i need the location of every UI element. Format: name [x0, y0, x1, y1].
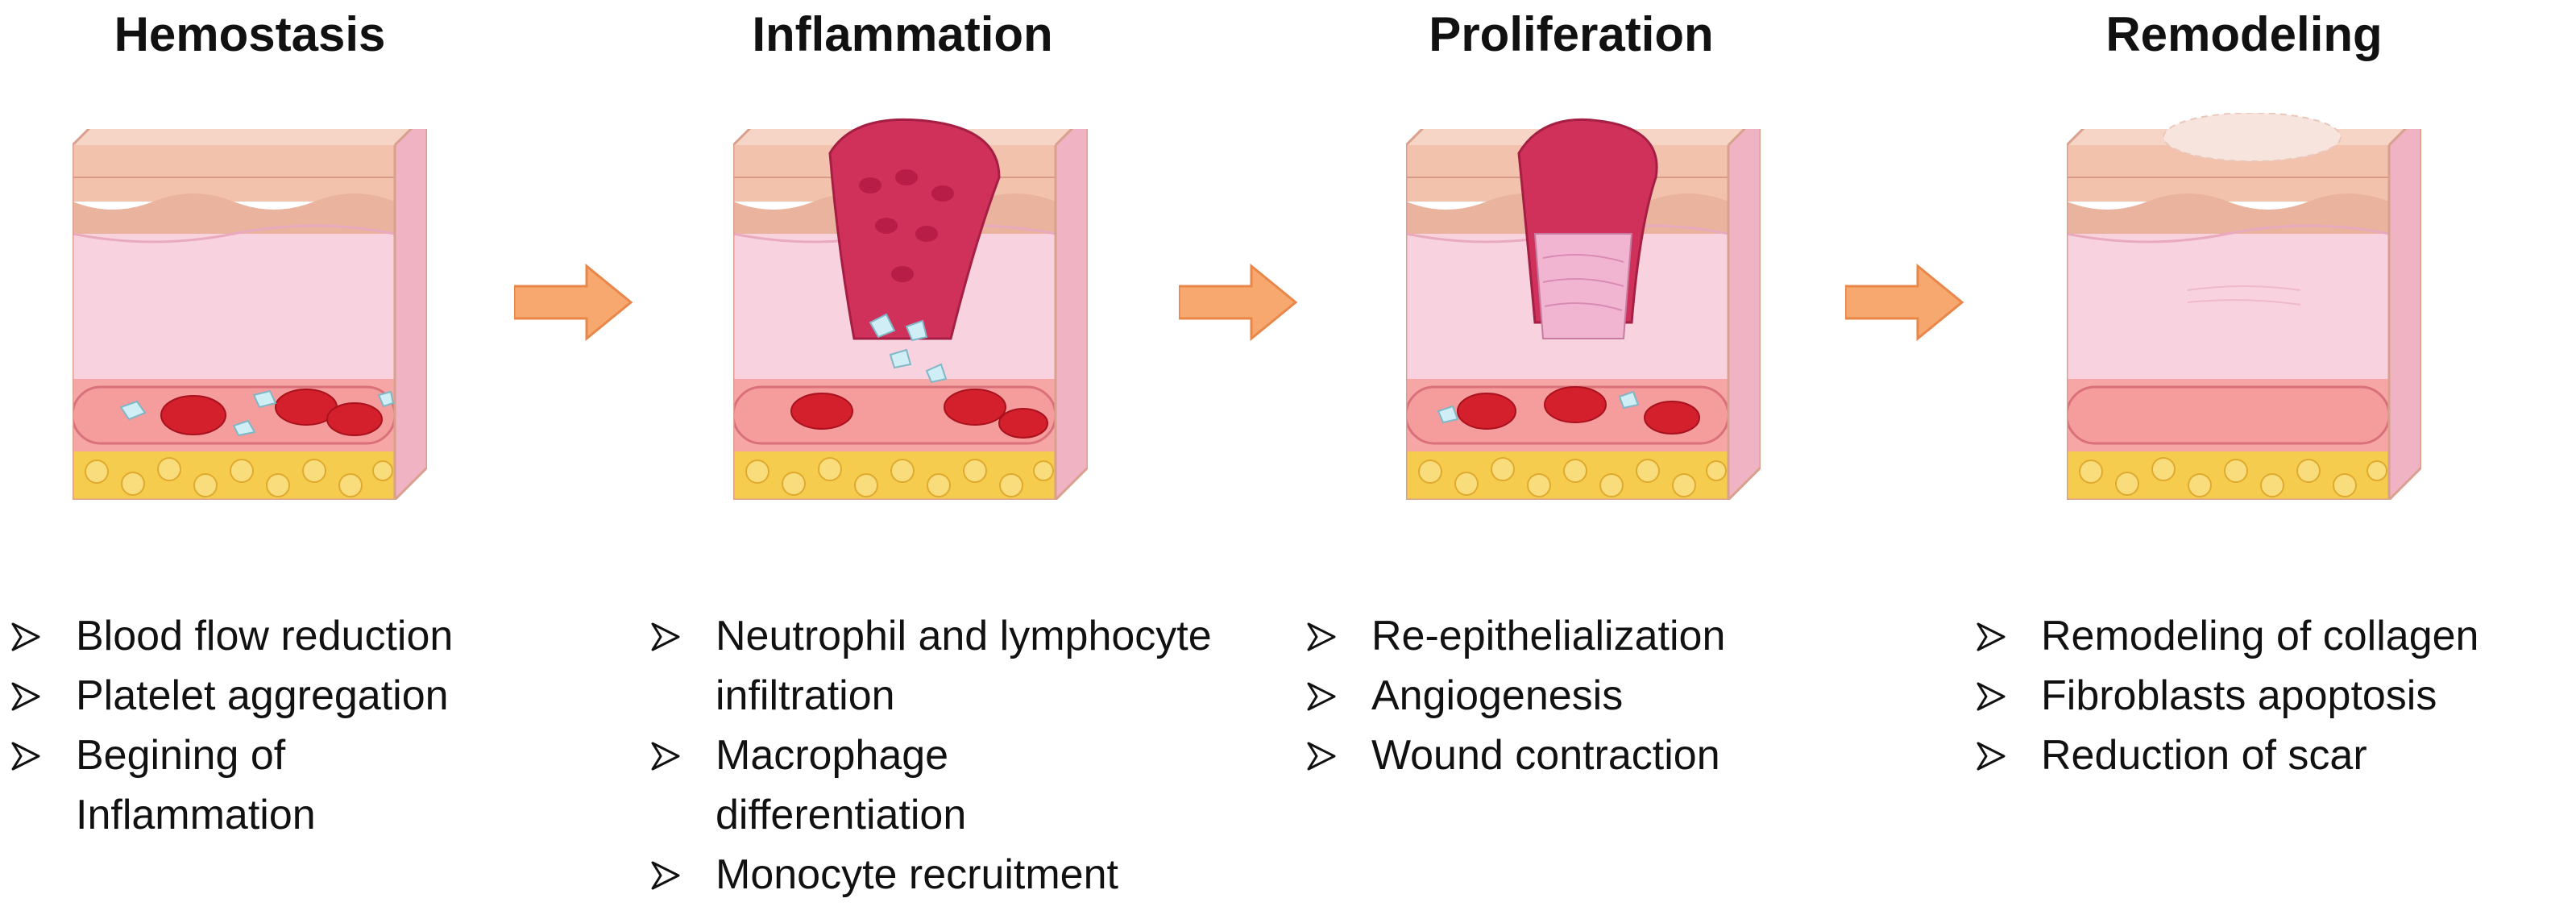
- arrowhead-bullet-icon: [649, 740, 682, 772]
- stage-arrow-icon: [514, 262, 635, 343]
- remodeling-bullets: Remodeling of collagen Fibroblasts apopt…: [1975, 606, 2479, 785]
- stage-title: Remodeling: [2105, 7, 2383, 61]
- list-item: Re-epithelialization: [1305, 606, 1725, 666]
- stage-title: Proliferation: [1429, 7, 1714, 61]
- arrowhead-bullet-icon: [10, 680, 42, 713]
- stage-title: Inflammation: [752, 7, 1053, 61]
- list-item: Neutrophil and lymphocyte infiltration: [649, 606, 1231, 726]
- list-item: Wound contraction: [1305, 726, 1725, 785]
- platelets: [119, 389, 395, 437]
- hemostasis-bullets: Blood flow reduction Platelet aggregatio…: [10, 606, 453, 845]
- arrowhead-bullet-icon: [1305, 740, 1338, 772]
- stage-arrow-icon: [1179, 262, 1300, 343]
- stage-inflammation: Inflammation Neutrophil and lymphocyte i…: [645, 0, 1289, 915]
- hemostasis-illustration: [73, 113, 427, 500]
- list-item: Begining of Inflammation: [10, 726, 446, 845]
- arrowhead-bullet-icon: [10, 740, 42, 772]
- arrowhead-bullet-icon: [649, 859, 682, 892]
- arrowhead-bullet-icon: [649, 621, 682, 653]
- blood-cells: [160, 389, 383, 436]
- list-item: Angiogenesis: [1305, 666, 1725, 726]
- arrowhead-bullet-icon: [1305, 680, 1338, 713]
- arrowhead-bullet-icon: [1975, 680, 2007, 713]
- arrowhead-bullet-icon: [10, 621, 42, 653]
- list-item: Blood flow reduction: [10, 606, 453, 666]
- proliferation-bullets: Re-epithelialization Angiogenesis Wound …: [1305, 606, 1725, 785]
- arrowhead-bullet-icon: [1975, 621, 2007, 653]
- inflammation-bullets: Neutrophil and lymphocyte infiltration M…: [649, 606, 1231, 905]
- list-item: Platelet aggregation: [10, 666, 453, 726]
- scar: [2163, 113, 2342, 162]
- stage-arrow-icon: [1845, 262, 1966, 343]
- list-item: Remodeling of collagen: [1975, 606, 2479, 666]
- list-item: Fibroblasts apoptosis: [1975, 666, 2479, 726]
- stage-hemostasis: Hemostasis Blood flow reduction Platelet…: [0, 0, 645, 915]
- arrowhead-bullet-icon: [1305, 621, 1338, 653]
- stage-proliferation: Proliferation Re-epithelialization Angio…: [1305, 0, 1950, 915]
- list-item: Reduction of scar: [1975, 726, 2479, 785]
- inflammation-illustration: [733, 113, 1088, 500]
- stage-title: Hemostasis: [114, 7, 386, 61]
- remodeling-illustration: [2067, 113, 2421, 500]
- list-item: Macrophage differentiation: [649, 726, 1086, 845]
- proliferation-illustration: [1406, 113, 1761, 500]
- stage-remodeling: Remodeling Remodeling of collagen Fibrob…: [1966, 0, 2576, 915]
- arrowhead-bullet-icon: [1975, 740, 2007, 772]
- wound-clot: [828, 118, 1001, 340]
- list-item: Monocyte recruitment: [649, 845, 1231, 905]
